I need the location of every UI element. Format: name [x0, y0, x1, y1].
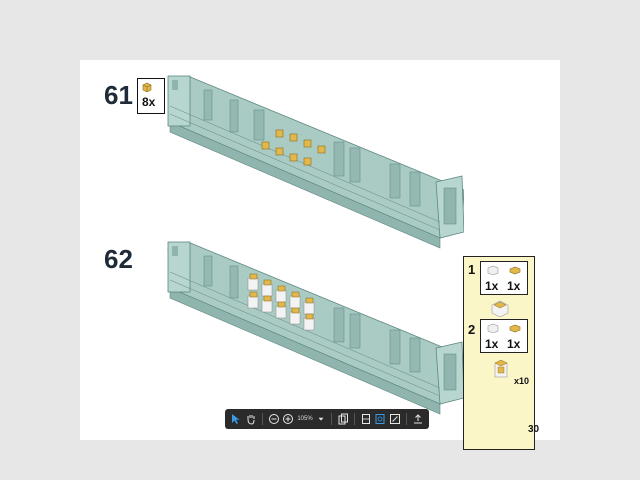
subassembly-panel: 1 1x 1x 2 1x 1x: [463, 256, 535, 450]
cursor-icon[interactable]: [230, 411, 242, 427]
white-brick-icon: [487, 323, 499, 333]
white-brick-icon: [487, 265, 499, 275]
zoom-in-icon[interactable]: [282, 411, 294, 427]
sub-qty-2a: 1x: [485, 337, 499, 351]
sub-step-1-parts: 1x 1x: [480, 261, 528, 295]
sub-step-2-parts: 1x 1x: [480, 319, 528, 353]
sub-qty-1b: 1x: [507, 279, 521, 293]
sub-step-number-2: 2: [468, 322, 476, 337]
instruction-page: 61 8x: [80, 60, 560, 450]
hand-icon[interactable]: [244, 411, 256, 427]
step-number-62: 62: [104, 244, 133, 274]
model-render-step-61: [167, 75, 464, 249]
upload-icon[interactable]: [412, 411, 424, 427]
toolbar-divider: [261, 413, 263, 425]
toolbar-divider: [353, 413, 355, 425]
chevron-down-icon[interactable]: [316, 411, 326, 427]
sub-step-number-1: 1: [468, 262, 476, 277]
fit-width-icon[interactable]: [374, 411, 386, 427]
copy-icon[interactable]: [336, 411, 348, 427]
sub-qty-1a: 1x: [485, 279, 499, 293]
pdf-toolbar: 105%: [225, 409, 429, 429]
page-number: 30: [528, 424, 540, 435]
sub-step-2-result-icon: [494, 359, 508, 378]
toolbar-divider: [405, 413, 407, 425]
step-number-61: 61: [104, 80, 133, 110]
zoom-out-icon[interactable]: [268, 411, 280, 427]
fullscreen-icon[interactable]: [388, 411, 400, 427]
subassembly-multiplier: x10: [514, 376, 530, 386]
yellow-plate-icon: [509, 324, 521, 333]
parts-callout-61: 8x: [137, 78, 165, 114]
model-render-step-62: [167, 241, 464, 415]
sub-qty-2b: 1x: [507, 337, 521, 351]
parts-quantity: 8x: [142, 95, 156, 109]
sub-step-1-result-icon: [491, 300, 509, 317]
zoom-level[interactable]: 105%: [297, 416, 313, 422]
yellow-plate-icon: [509, 266, 521, 275]
toolbar-divider: [330, 413, 332, 425]
fit-page-icon[interactable]: [360, 411, 372, 427]
yellow-brick-icon: [142, 82, 152, 92]
